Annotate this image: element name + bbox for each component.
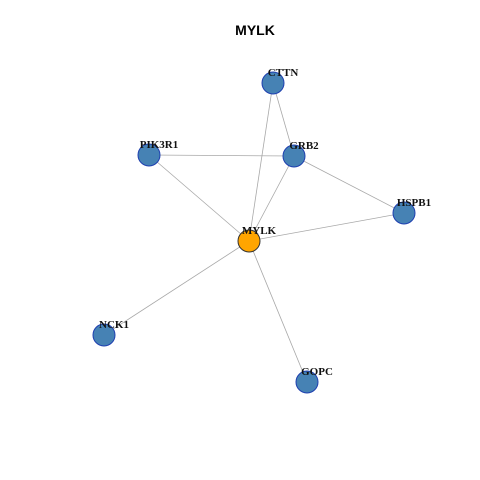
edge-mylk-gopc [248, 240, 308, 383]
node-gopc: GOPC [295, 366, 333, 394]
node-circle-nck1 [92, 323, 116, 347]
edge-mylk-nck1 [103, 240, 250, 336]
edge-pik3r1-grb2 [148, 154, 295, 157]
node-label-hspb1: HSPB1 [397, 197, 431, 209]
edge-mylk-pik3r1 [148, 154, 250, 242]
node-circle-mylk [237, 229, 261, 253]
edge-mylk-hspb1 [248, 212, 405, 242]
node-pik3r1: PIK3R1 [137, 139, 179, 167]
node-grb2: GRB2 [282, 140, 319, 168]
edge-mylk-cttn [248, 82, 274, 242]
node-label-grb2: GRB2 [289, 140, 319, 152]
node-label-cttn: CTTN [268, 67, 299, 79]
edge-grb2-hspb1 [293, 155, 405, 214]
node-circle-pik3r1 [137, 143, 161, 167]
node-cttn: CTTN [261, 67, 299, 95]
diagram-title: MYLK [235, 22, 275, 38]
node-label-mylk: MYLK [242, 225, 277, 237]
node-mylk: MYLK [237, 225, 277, 253]
node-label-pik3r1: PIK3R1 [140, 139, 179, 151]
node-label-gopc: GOPC [301, 366, 333, 378]
node-hspb1: HSPB1 [392, 197, 431, 225]
node-circle-grb2 [282, 144, 306, 168]
node-circle-gopc [295, 370, 319, 394]
node-nck1: NCK1 [92, 319, 129, 347]
node-label-nck1: NCK1 [99, 319, 129, 331]
edge-layer [103, 82, 405, 383]
node-circle-hspb1 [392, 201, 416, 225]
node-circle-cttn [261, 71, 285, 95]
edge-mylk-grb2 [248, 155, 295, 242]
edge-cttn-grb2 [272, 82, 295, 157]
